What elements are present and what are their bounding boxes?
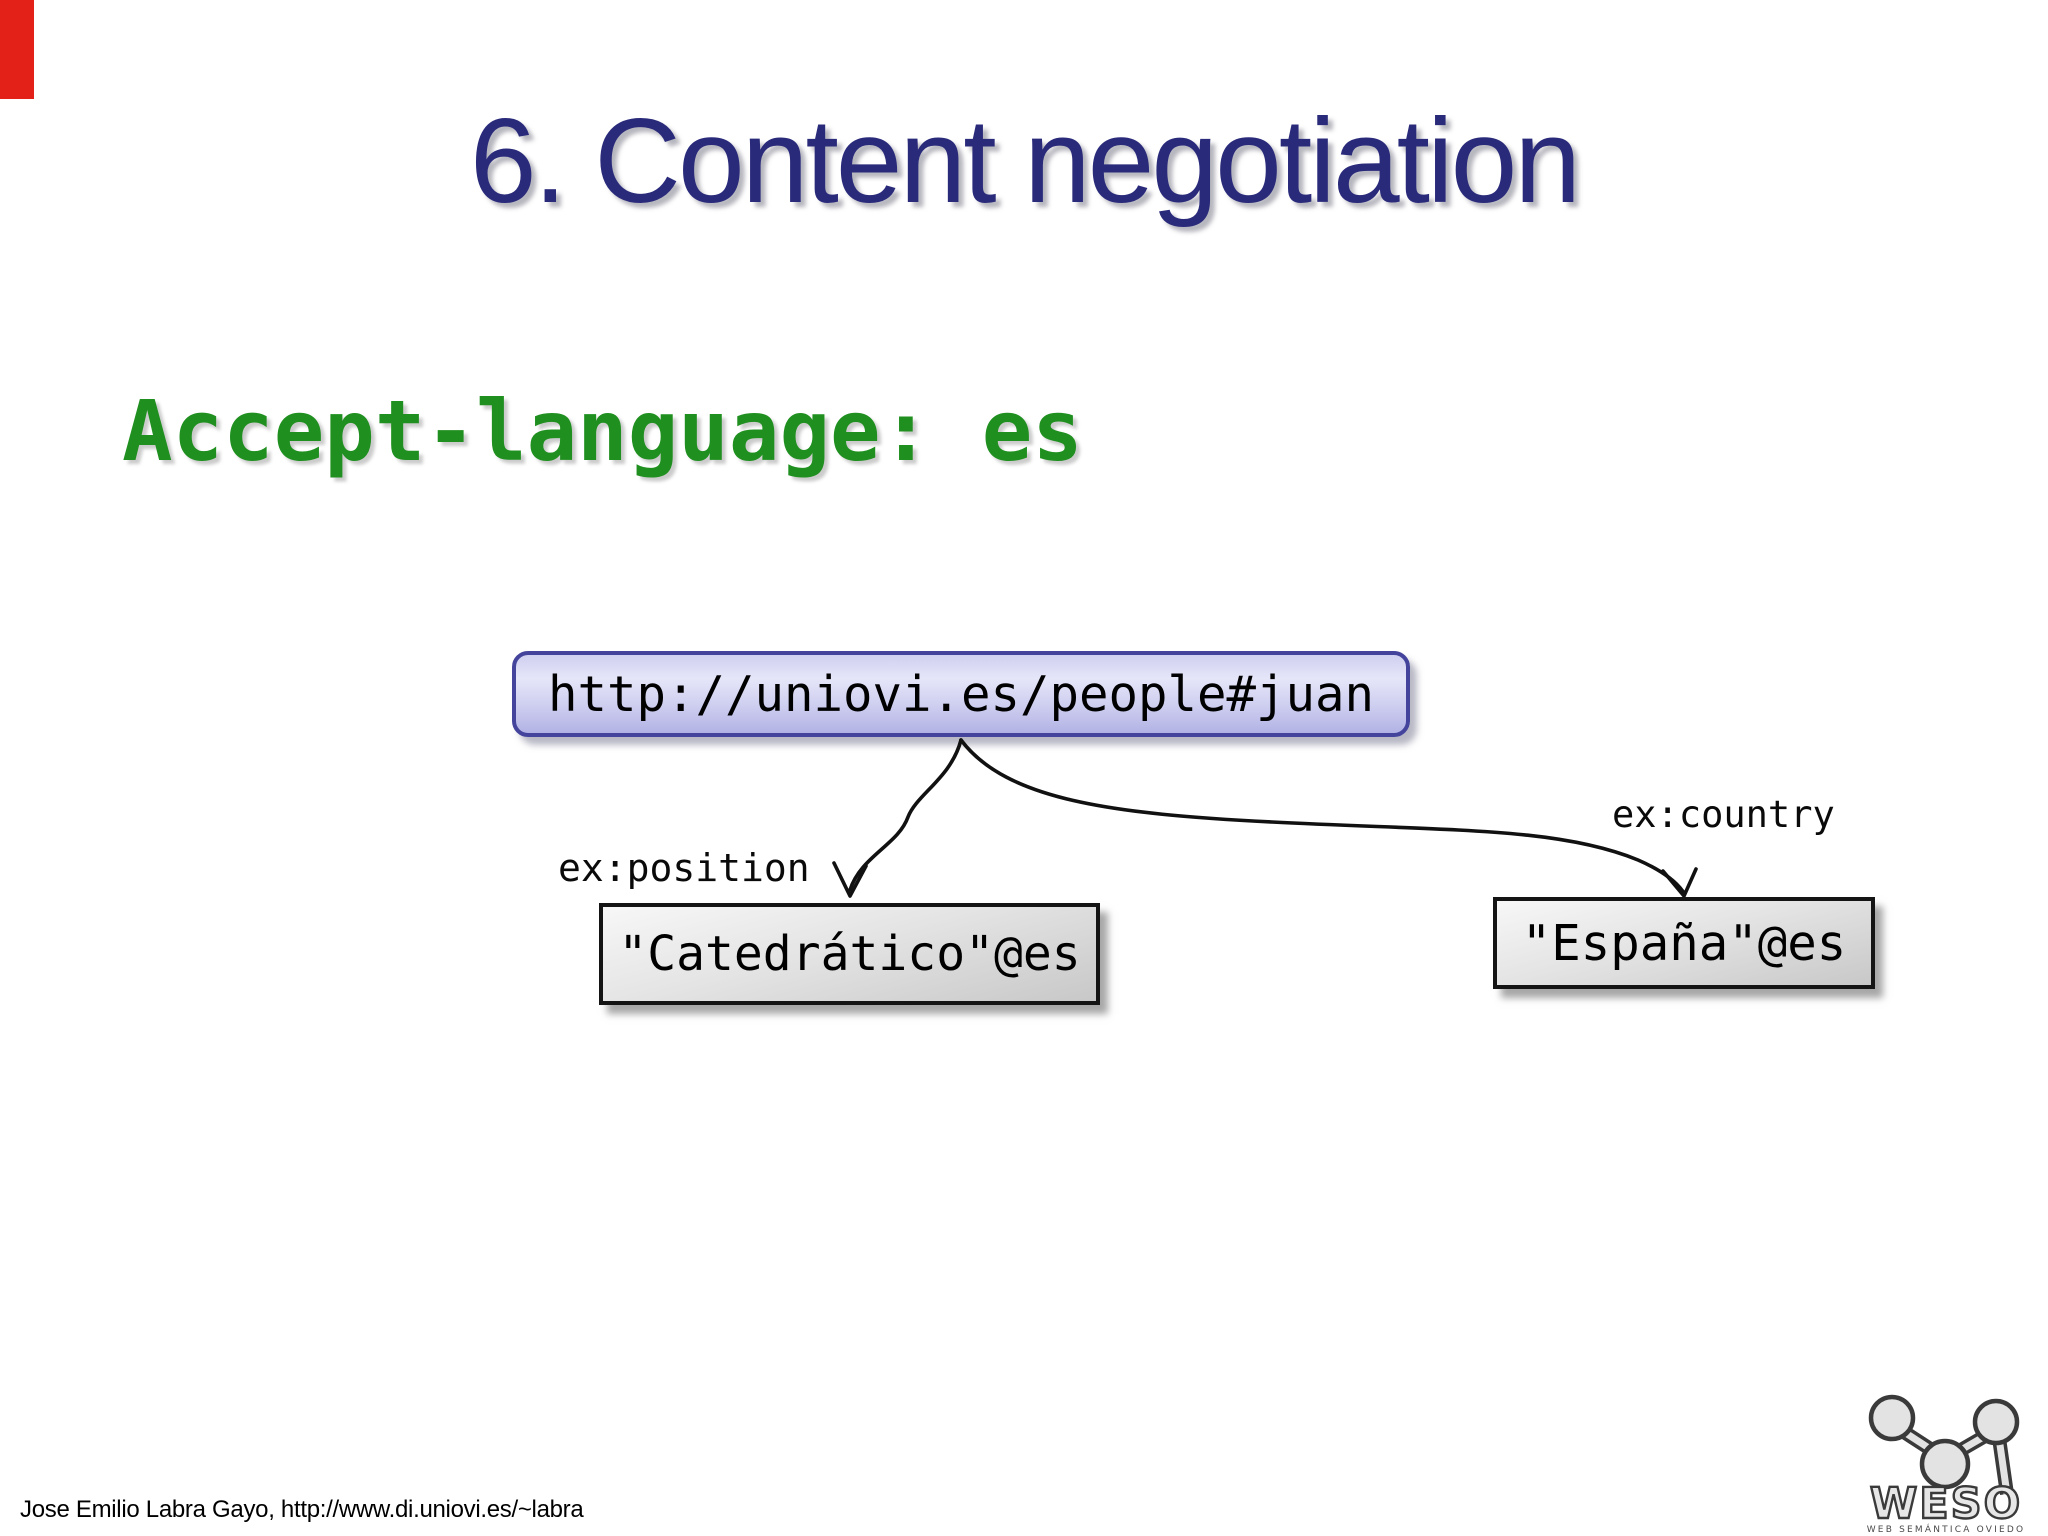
literal-catedratico-label: "Catedrático"@es — [618, 926, 1081, 982]
uri-node-label: http://uniovi.es/people#juan — [547, 665, 1374, 723]
literal-catedratico: "Catedrático"@es — [599, 903, 1100, 1005]
slide-title: 6. Content negotiation — [469, 94, 1581, 228]
uri-node: http://uniovi.es/people#juan — [512, 651, 1410, 737]
weso-logo: WESO WEB SEMÁNTICA OVIEDO — [1867, 1394, 2026, 1535]
edge-arrow-country — [959, 738, 1686, 895]
edge-label-country: ex:country — [1612, 793, 1835, 836]
edge-label-position: ex:position — [558, 846, 810, 890]
accent-bar — [0, 0, 34, 99]
accept-language-header: Accept-language: es — [122, 382, 1083, 480]
literal-espana-label: "España"@es — [1521, 914, 1847, 972]
edge-arrowhead-position — [832, 861, 868, 898]
logo-nodes — [1868, 1394, 2020, 1490]
literal-espana: "España"@es — [1493, 897, 1875, 989]
logo-caption: WEB SEMÁNTICA OVIEDO — [1867, 1523, 2026, 1535]
edge-arrowhead-country — [1661, 867, 1698, 898]
footer-credit: Jose Emilio Labra Gayo, http://www.di.un… — [20, 1496, 584, 1523]
logo-wordmark: WESO — [1870, 1479, 2022, 1529]
